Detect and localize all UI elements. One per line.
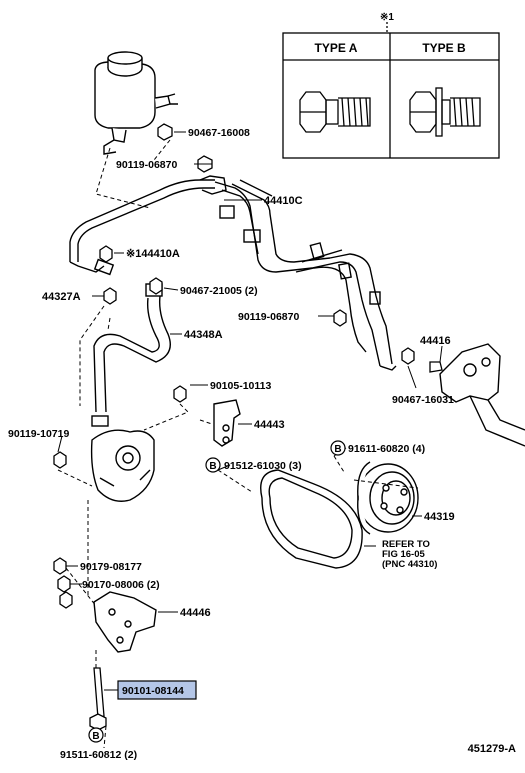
type-a-label: TYPE A <box>315 41 358 55</box>
type-b-label: TYPE B <box>422 41 466 55</box>
circle-b-markers <box>88 440 346 743</box>
type-a-bolt-icon <box>299 91 371 133</box>
steering-gear-housing <box>439 343 525 447</box>
label-90119-06870-mid[interactable]: 90119-06870 <box>238 311 299 323</box>
label-90467-16031[interactable]: 90467-16031 <box>392 394 454 406</box>
label-44416[interactable]: 44416 <box>420 335 451 347</box>
reservoir-tank <box>94 51 178 155</box>
bracket-44443 <box>213 399 241 447</box>
label-90105-10113[interactable]: 90105-10113 <box>210 380 271 392</box>
washer-90170b-icon <box>59 591 73 609</box>
bolt-90119-06870-icon <box>333 309 347 327</box>
leader-lines <box>57 131 443 691</box>
bolt-90101-icon <box>93 667 105 719</box>
refer-note-line1: REFER TO <box>382 539 430 550</box>
highlight-box <box>117 680 197 700</box>
circle-b-icon <box>330 440 346 456</box>
refer-note-line3: (PNC 44310) <box>382 559 437 570</box>
power-steering-pump <box>90 429 155 502</box>
bracket-44446 <box>93 591 157 653</box>
union-bolt-icon <box>99 245 113 263</box>
circle-b-icon <box>88 727 104 743</box>
type-inset: ※1 TYPE A TYPE B <box>282 12 500 159</box>
label-90467-21005[interactable]: 90467-21005 (2) <box>180 285 258 297</box>
nut-90179-icon <box>53 557 67 575</box>
type-b-bolt-icon <box>409 87 481 137</box>
bolt-91511-head-icon <box>89 713 107 731</box>
label-44410c[interactable]: 44410C <box>264 195 303 207</box>
bolt-90105-icon <box>173 385 187 403</box>
drive-belt <box>260 469 363 569</box>
fitting-44416-icon <box>429 361 443 373</box>
return-pipe-assembly <box>214 179 397 371</box>
bolt-90119-10719-icon <box>53 451 67 469</box>
label-44348a[interactable]: 44348A <box>184 329 223 341</box>
label-90101-08144[interactable]: 90101-08144 <box>122 685 184 697</box>
label-90170-08006[interactable]: 90170-08006 (2) <box>82 579 160 591</box>
nut-icon <box>157 123 173 141</box>
gasket-icon <box>149 277 163 295</box>
label-44443[interactable]: 44443 <box>254 419 285 431</box>
label-44446[interactable]: 44446 <box>180 607 211 619</box>
label-44410a[interactable]: ※144410A <box>126 248 180 260</box>
label-91512-61030[interactable]: 91512-61030 (3) <box>224 460 302 472</box>
label-90119-10719[interactable]: 90119-10719 <box>8 428 69 440</box>
gasket-90467-icon <box>401 347 415 365</box>
figure-id: 451279-A <box>468 743 516 755</box>
label-91511-60812[interactable]: 91511-60812 (2) <box>60 749 137 761</box>
label-90119-06870-top[interactable]: 90119-06870 <box>116 159 177 171</box>
fasteners <box>53 123 443 731</box>
refer-note-line2[interactable]: FIG 16-05 <box>382 549 425 560</box>
clamp-44327a-icon <box>103 287 117 305</box>
circle-b-icon <box>205 457 221 473</box>
label-44319[interactable]: 44319 <box>424 511 455 523</box>
circle-b-letter: B <box>209 461 216 472</box>
dashed-guides <box>57 139 419 749</box>
circle-b-letter: B <box>334 444 341 455</box>
part-labels: 90467-16008 90119-06870 44410C ※144410A … <box>8 127 516 761</box>
label-90467-16008[interactable]: 90467-16008 <box>188 127 250 139</box>
label-90179-08177[interactable]: 90179-08177 <box>80 561 142 573</box>
pressure-hose <box>69 175 227 276</box>
label-91611-60820[interactable]: 91611-60820 (4) <box>348 443 425 455</box>
suction-hose <box>91 283 171 427</box>
circle-b-letter: B <box>92 731 99 742</box>
pulley <box>357 461 419 535</box>
washer-90170-icon <box>57 575 71 593</box>
label-44327a[interactable]: 44327A <box>42 291 81 303</box>
inset-note: ※1 <box>380 12 394 23</box>
